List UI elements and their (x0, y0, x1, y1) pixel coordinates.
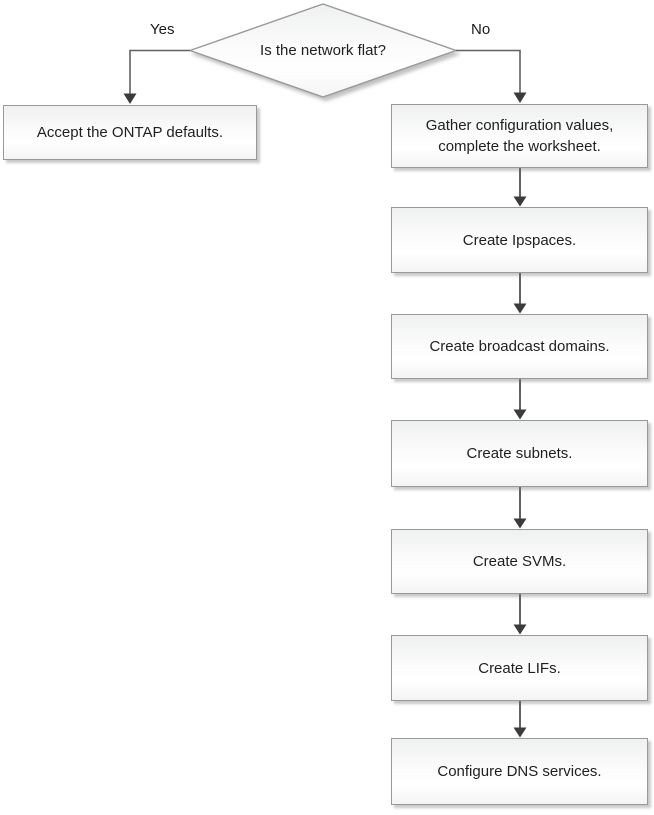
process-box-label: Create Ipspaces. (462, 231, 577, 249)
process-box-label: Create LIFs. (478, 659, 561, 677)
no-branch-line (456, 49, 521, 93)
decision-diamond (187, 3, 459, 98)
arrowhead-step5-icon (513, 518, 527, 529)
no-branch-label: No (471, 21, 491, 38)
process-box-label: Create SVMs. (472, 553, 567, 570)
arrowhead-step6-icon (513, 624, 527, 635)
process-box-create-broadcast-domains: Create broadcast domains. (391, 314, 648, 379)
process-box-gather-configuration: Gather configuration values, complete th… (391, 104, 648, 168)
arrowhead-step2-icon (513, 196, 527, 207)
decision-label: Is the network flat? (260, 42, 386, 59)
process-box-label: Create broadcast domains. (429, 338, 610, 355)
no-branch-arrowhead-icon (513, 92, 527, 103)
process-box-label: Gather configuration values, complete th… (425, 117, 614, 155)
process-box-label: Accept the ONTAP defaults. (36, 124, 224, 141)
process-box-label: Configure DNS services. (437, 763, 602, 780)
process-box-configure-dns: Configure DNS services. (391, 738, 648, 805)
arrowhead-step3-icon (513, 303, 527, 314)
process-box-create-subnets: Create subnets. (391, 420, 648, 487)
process-box-label: Create subnets. (466, 445, 573, 462)
process-box-create-lifs: Create LIFs. (391, 635, 648, 701)
process-box-accept-ontap-defaults: Accept the ONTAP defaults. (3, 105, 257, 160)
process-box-create-ipspaces: Create Ipspaces. (391, 207, 648, 273)
process-box-create-svms: Create SVMs. (391, 529, 648, 594)
yes-branch-arrowhead-icon (123, 93, 137, 104)
arrowhead-step4-icon (513, 409, 527, 420)
arrowhead-step7-icon (513, 727, 527, 738)
yes-branch-line (129, 49, 190, 94)
yes-branch-label: Yes (150, 21, 175, 38)
